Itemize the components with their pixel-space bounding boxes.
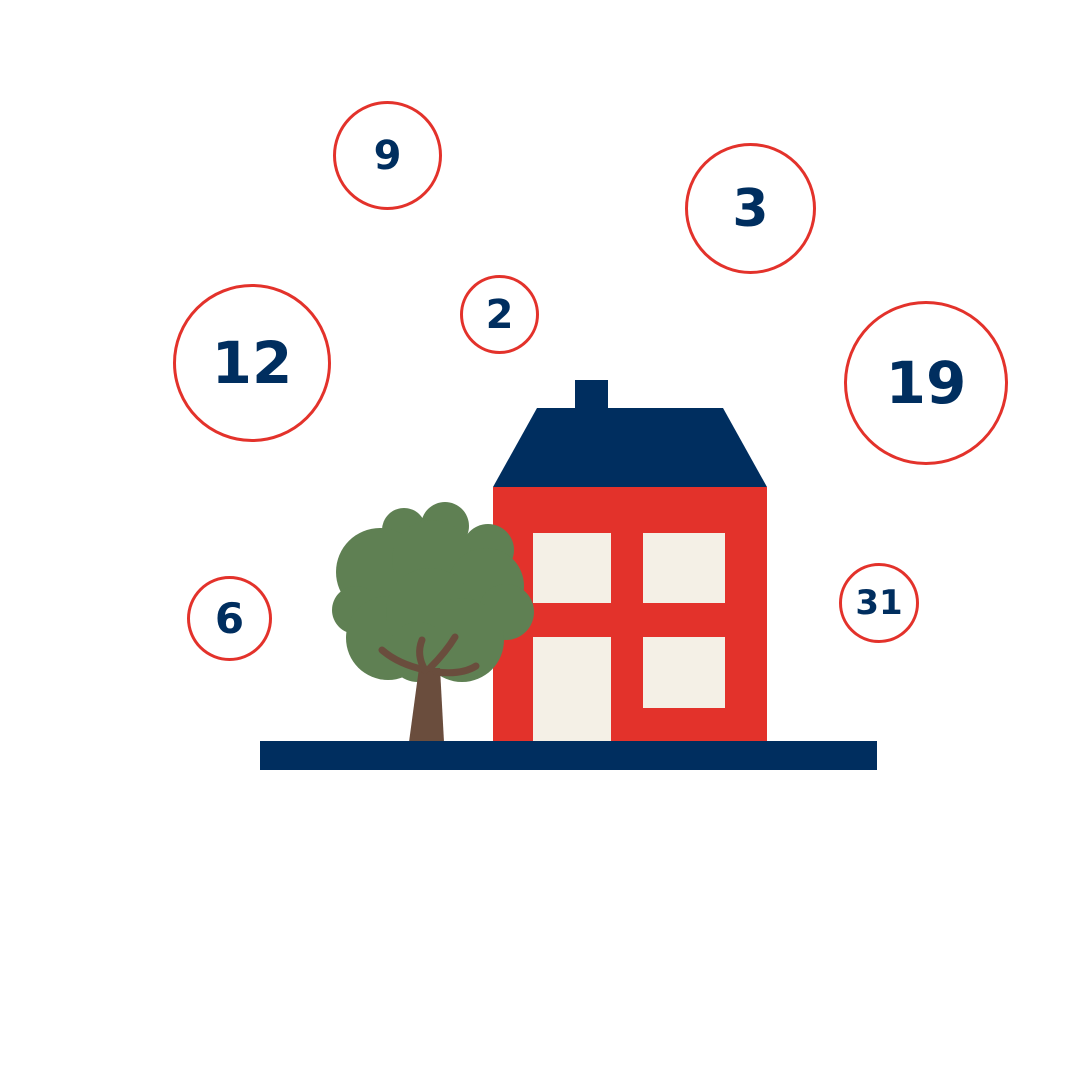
tree-trunk — [409, 668, 444, 742]
number-bubble: 19 — [844, 301, 1008, 465]
bubble-number: 31 — [855, 583, 903, 623]
bubble-number: 19 — [885, 349, 967, 417]
tree-branches — [378, 633, 480, 677]
house-window-bottom-right — [643, 637, 725, 708]
tree-icon — [332, 502, 534, 742]
number-bubble: 3 — [685, 143, 816, 274]
bubble-number: 6 — [214, 593, 245, 643]
house-chimney — [575, 380, 608, 412]
bubble-number: 9 — [373, 132, 402, 179]
house-door — [533, 637, 611, 742]
number-bubble: 31 — [839, 563, 919, 643]
ground-line — [260, 741, 877, 770]
number-bubble: 9 — [333, 101, 442, 210]
bubble-number: 2 — [485, 291, 514, 338]
bubble-number: 3 — [732, 178, 769, 239]
house-roof — [493, 408, 767, 487]
bubble-number: 12 — [211, 329, 293, 397]
house-window-top-right — [643, 533, 725, 603]
number-bubble: 6 — [187, 576, 272, 661]
number-bubble: 12 — [173, 284, 331, 442]
house-icon — [493, 380, 767, 742]
house-window-top-left — [533, 533, 611, 603]
number-bubble: 2 — [460, 275, 539, 354]
